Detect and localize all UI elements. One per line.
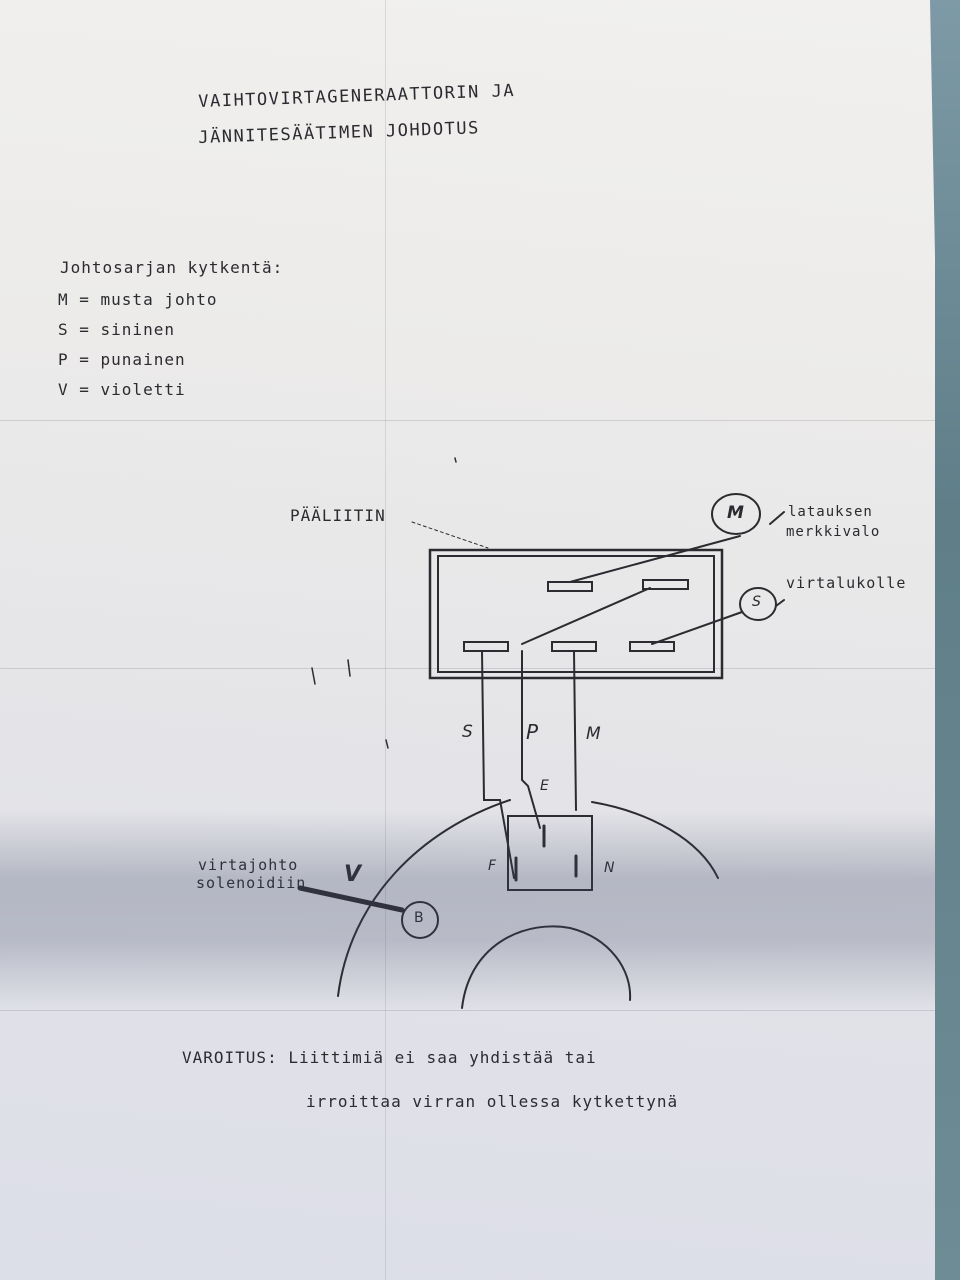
warning-line1: VAROITUS: Liittimiä ei saa yhdistää tai bbox=[182, 1048, 597, 1067]
circle-m-label: M bbox=[727, 503, 744, 523]
wire-s bbox=[481, 650, 515, 879]
paper-fold bbox=[0, 668, 935, 669]
s-lead bbox=[651, 599, 785, 645]
generator-inner-arc bbox=[461, 925, 632, 1009]
paper-fold bbox=[0, 1010, 935, 1011]
legend-item: M = musta johto bbox=[58, 290, 218, 309]
charge-light-label-line1: latauksen bbox=[788, 504, 873, 520]
legend-item: V = violetti bbox=[58, 380, 186, 399]
charge-light-label-line2: merkkivalo bbox=[786, 524, 881, 540]
legend-heading: Johtosarjan kytkentä: bbox=[60, 258, 284, 277]
wire-m-label: M bbox=[586, 724, 601, 744]
paper-fold bbox=[0, 420, 935, 421]
s-circle bbox=[739, 587, 777, 621]
main-connector-inner bbox=[437, 555, 715, 673]
terminal-slot bbox=[547, 581, 593, 592]
main-connector-label: PÄÄLIITIN bbox=[290, 506, 386, 525]
terminal-slot bbox=[629, 641, 675, 652]
legend-item: P = punainen bbox=[58, 350, 186, 369]
paper-fold bbox=[385, 0, 386, 1280]
legend-item: S = sininen bbox=[58, 320, 175, 339]
solenoid-label-line2: solenoidiin bbox=[196, 874, 307, 892]
terminal-b-label: B bbox=[414, 910, 424, 926]
terminal-n-label: N bbox=[604, 860, 615, 876]
terminal-slot bbox=[551, 641, 597, 652]
generator-arc-right bbox=[591, 801, 719, 879]
terminal-e-label: E bbox=[540, 778, 549, 794]
terminal-f-label: F bbox=[488, 858, 497, 874]
terminal-slot bbox=[463, 641, 509, 652]
warning-line2: irroittaa virran ollessa kytkettynä bbox=[306, 1092, 679, 1111]
m-circle bbox=[711, 493, 761, 535]
wire-v bbox=[297, 885, 405, 913]
wire-s-label: S bbox=[462, 722, 473, 742]
paper-sheet bbox=[0, 0, 935, 1280]
terminal-slot bbox=[642, 579, 689, 590]
regulator-pins bbox=[514, 824, 578, 882]
stray-marks bbox=[311, 457, 457, 749]
b-terminal-circle bbox=[401, 901, 439, 939]
main-connector-outer bbox=[428, 548, 724, 680]
generator-arc-left bbox=[337, 799, 511, 997]
regulator-box bbox=[507, 815, 593, 891]
wire-m bbox=[573, 650, 577, 811]
solenoid-label-line1: virtajohto bbox=[198, 856, 299, 874]
internal-wire bbox=[521, 587, 651, 645]
wire-v-label: V bbox=[344, 862, 362, 887]
wire-p-label: P bbox=[526, 720, 539, 744]
wire-p bbox=[521, 650, 541, 829]
m-lead bbox=[569, 511, 785, 583]
connector-label-leader bbox=[411, 521, 489, 549]
ignition-label: virtalukolle bbox=[786, 574, 907, 592]
circle-s-label: S bbox=[752, 594, 761, 610]
